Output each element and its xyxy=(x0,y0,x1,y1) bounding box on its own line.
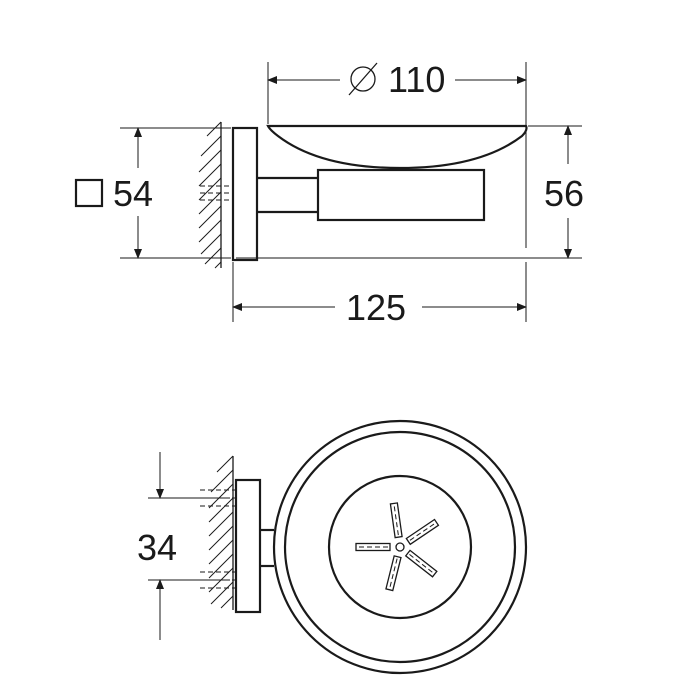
dimension-height: 56 xyxy=(544,125,584,259)
diameter-value: 110 xyxy=(388,59,445,100)
dimension-diameter: 110 xyxy=(267,59,527,100)
mounting-plate-side xyxy=(231,126,259,262)
inner-ring xyxy=(283,430,517,664)
bowl-top xyxy=(327,474,473,620)
drain-center xyxy=(395,542,405,552)
holder-side xyxy=(316,168,486,222)
arm-side xyxy=(257,176,318,214)
depth-value: 125 xyxy=(346,287,406,328)
drain-slots xyxy=(355,502,440,592)
spacing-value: 34 xyxy=(137,527,177,568)
bowl-side xyxy=(266,124,528,170)
extension-lines xyxy=(120,62,582,322)
dimension-depth: 125 xyxy=(232,287,527,328)
arm-top xyxy=(260,528,274,568)
wall-hatching xyxy=(198,121,234,269)
diameter-symbol-icon xyxy=(350,66,376,92)
plate-size-value: 54 xyxy=(113,173,153,214)
wall-hatching-top xyxy=(200,455,238,610)
height-value: 56 xyxy=(544,173,584,214)
side-view: 110 54 56 125 xyxy=(74,59,584,328)
square-symbol-icon xyxy=(74,178,104,208)
dimension-plate: 54 xyxy=(74,127,153,259)
top-view: 34 xyxy=(137,419,528,675)
mounting-plate-top xyxy=(234,478,262,614)
outer-ring xyxy=(272,419,528,675)
dimension-spacing: 34 xyxy=(137,452,230,640)
